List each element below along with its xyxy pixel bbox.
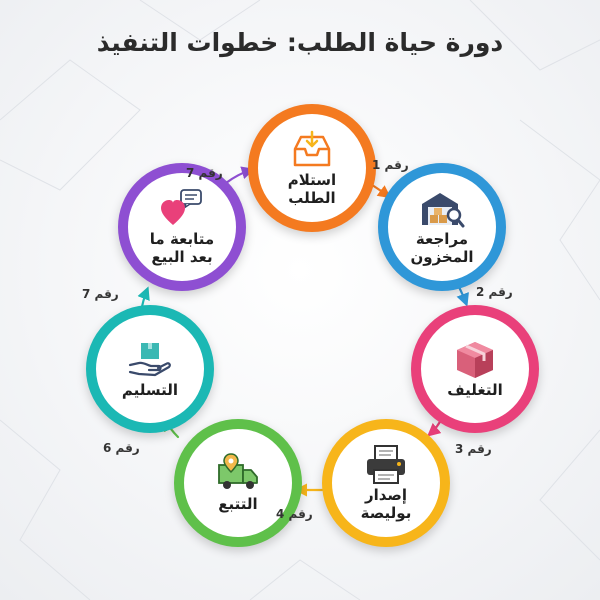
step-node: مراجعة المخزون <box>378 163 506 291</box>
transition-label: رقم 7 <box>82 287 119 301</box>
delivery-truck-icon <box>215 453 261 493</box>
transition-label: رقم 4 <box>276 507 313 521</box>
transition-label: رقم 7 <box>186 166 223 180</box>
step-label-text: التغليف <box>447 381 503 399</box>
step-node: متابعة ما بعد البيع <box>118 163 246 291</box>
hand-box-icon <box>127 339 173 379</box>
diagram-title: دورة حياة الطلب: خطوات التنفيذ <box>96 28 504 57</box>
transition-label: رقم 2 <box>476 285 513 299</box>
printer-icon <box>363 444 409 484</box>
step-node: إصدار بوليصة <box>322 419 450 547</box>
step-node: التسليم <box>86 305 214 433</box>
step-label-text: مراجعة المخزون <box>410 230 474 266</box>
package-box-icon <box>452 339 498 379</box>
transition-label: رقم 1 <box>372 158 409 172</box>
step-node: التغليف <box>411 305 539 433</box>
step-label-text: التتبع <box>218 495 258 513</box>
step-node: استلام الطلب <box>248 104 376 232</box>
step-label-text: إصدار بوليصة <box>360 486 412 522</box>
transition-label: رقم 3 <box>455 442 492 456</box>
heart-chat-icon <box>159 188 205 228</box>
step-label-text: التسليم <box>121 381 179 399</box>
transition-label: رقم 6 <box>103 441 140 455</box>
step-label-text: استلام الطلب <box>287 171 337 207</box>
step-label-text: متابعة ما بعد البيع <box>149 230 215 266</box>
warehouse-search-icon <box>419 188 465 228</box>
step-node: التتبع <box>174 419 302 547</box>
inbox-tray-icon <box>289 129 335 169</box>
